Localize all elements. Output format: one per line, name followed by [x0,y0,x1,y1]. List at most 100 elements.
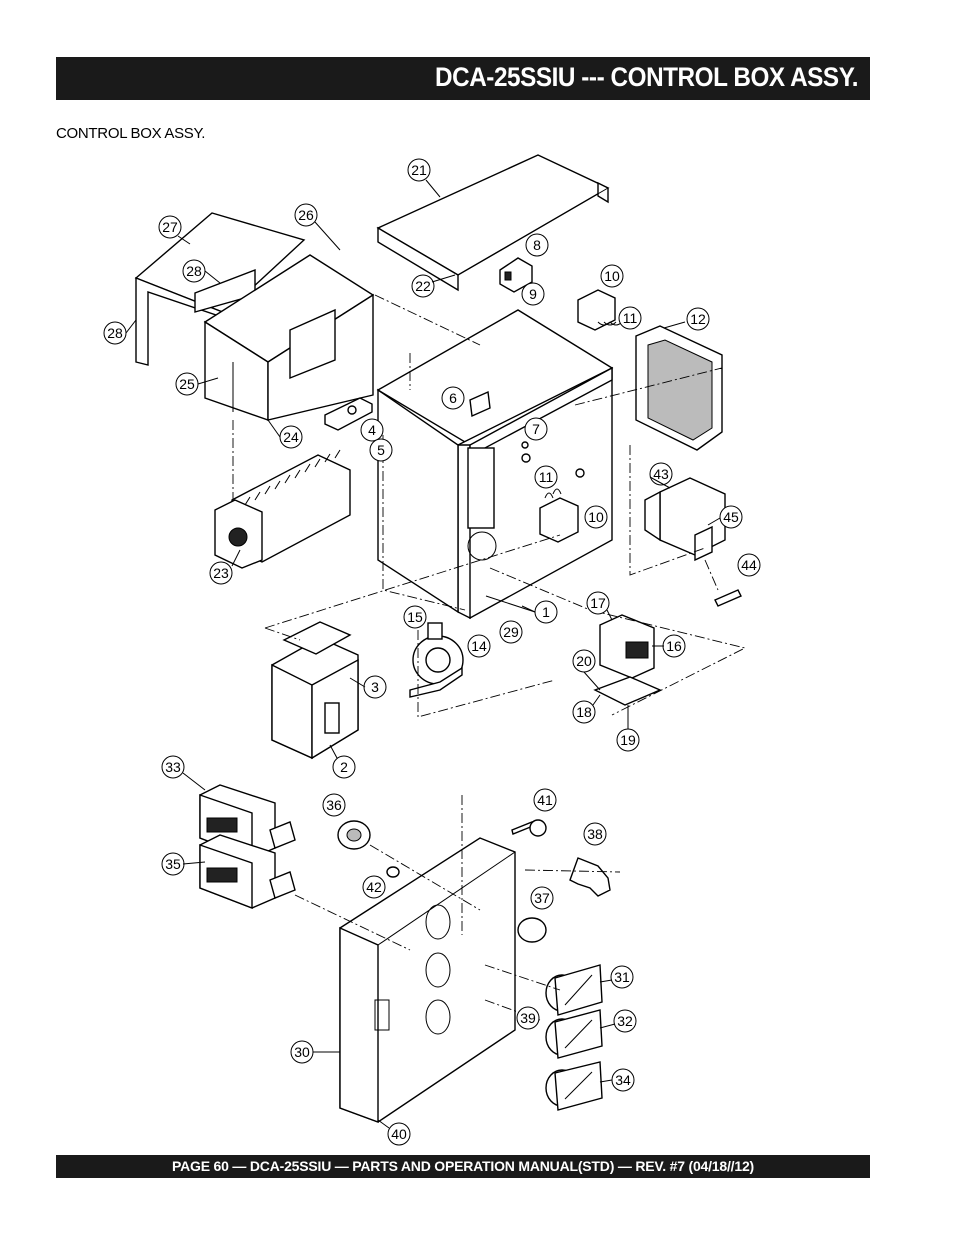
callout-20: 20 [572,649,596,673]
callout-21: 21 [407,158,431,182]
svg-text:16: 16 [666,638,682,654]
callout-36: 36 [322,793,346,817]
svg-text:10: 10 [604,268,620,284]
part-washer [386,866,400,878]
callout-40: 40 [387,1122,411,1146]
svg-text:19: 19 [620,732,636,748]
part-main-enclosure [376,309,614,620]
svg-text:8: 8 [533,237,541,253]
callout-10-top: 10 [600,264,624,288]
callout-39: 39 [516,1006,540,1030]
svg-text:10: 10 [588,509,604,525]
svg-text:14: 14 [471,638,487,654]
callout-11-inside: 11 [534,465,558,489]
callout-42: 42 [362,875,386,899]
part-bracket-18 [593,676,662,706]
svg-text:39: 39 [520,1010,536,1026]
svg-text:23: 23 [213,565,229,581]
svg-text:37: 37 [534,890,550,906]
svg-text:35: 35 [165,856,181,872]
svg-text:5: 5 [377,442,385,458]
svg-text:7: 7 [532,421,540,437]
callout-23: 23 [209,561,233,585]
svg-text:2: 2 [340,759,348,775]
svg-text:4: 4 [368,422,376,438]
part-top-cover [376,154,610,292]
svg-text:38: 38 [587,826,603,842]
callout-7: 7 [524,417,548,441]
part-selector-switch [214,449,351,569]
callout-1: 1 [534,600,558,624]
svg-text:24: 24 [283,429,299,445]
callout-30: 30 [290,1040,314,1064]
callout-27: 27 [158,215,182,239]
callout-33: 33 [161,755,185,779]
svg-text:26: 26 [298,207,314,223]
section-subtitle: CONTROL BOX ASSY. [56,125,206,142]
part-terminal-block-small [499,257,533,293]
svg-text:3: 3 [371,679,379,695]
svg-text:17: 17 [590,595,606,611]
svg-text:20: 20 [576,653,592,669]
callout-29: 29 [499,620,523,644]
svg-text:29: 29 [503,624,519,640]
part-gasket-frame [635,325,723,451]
svg-text:18: 18 [576,704,592,720]
part-knob [517,917,547,943]
callout-6: 6 [441,386,465,410]
svg-text:1: 1 [542,604,550,620]
assembly-lines [232,294,747,1021]
callout-4: 4 [360,418,384,442]
svg-text:25: 25 [179,376,195,392]
part-clamp-6 [469,390,491,418]
callout-18: 18 [572,700,596,724]
part-relay-box [644,477,726,562]
svg-text:6: 6 [449,390,457,406]
part-bolt [511,819,547,837]
callout-9: 9 [521,282,545,306]
footer-text: PAGE 60 — DCA-25SSIU — PARTS AND OPERATI… [172,1158,754,1174]
callout-19: 19 [616,728,640,752]
svg-text:28: 28 [107,325,123,341]
svg-text:41: 41 [537,792,553,808]
svg-text:11: 11 [539,469,554,485]
svg-text:44: 44 [741,557,757,573]
svg-text:11: 11 [623,310,638,326]
callout-3: 3 [363,675,387,699]
part-rectifier-top [577,289,623,331]
svg-text:9: 9 [529,286,537,302]
part-gauge-32 [545,1009,603,1059]
footer-bar: PAGE 60 — DCA-25SSIU — PARTS AND OPERATI… [56,1155,870,1178]
part-hour-meter-35 [199,834,296,910]
svg-text:21: 21 [411,162,427,178]
svg-text:31: 31 [614,969,630,985]
part-current-transformer [409,622,464,698]
svg-text:40: 40 [391,1126,407,1142]
part-gauge-31 [545,964,603,1016]
part-rectifier-inside [539,488,579,543]
page-title: DCA-25SSIU --- CONTROL BOX ASSY. [434,62,859,92]
callout-11-top: 11 [618,306,642,330]
part-rheostat [337,820,371,850]
part-bracket-38 [569,857,611,897]
callout-44: 44 [737,553,761,577]
part-gauge-34 [545,1061,603,1111]
callout-5: 5 [369,438,393,462]
part-side-box [203,254,375,421]
svg-text:12: 12 [690,311,706,327]
callout-28-top: 28 [182,259,206,283]
svg-text:28: 28 [186,263,202,279]
callout-12: 12 [686,307,710,331]
callout-2: 2 [332,755,356,779]
svg-text:36: 36 [326,797,342,813]
svg-text:33: 33 [165,759,181,775]
callout-14: 14 [467,634,491,658]
svg-text:32: 32 [617,1013,633,1029]
callout-15: 15 [403,605,427,629]
callout-28-left: 28 [103,321,127,345]
svg-text:22: 22 [415,278,431,294]
callout-37: 37 [530,886,554,910]
leader-lines [125,179,721,1129]
svg-text:34: 34 [615,1072,631,1088]
